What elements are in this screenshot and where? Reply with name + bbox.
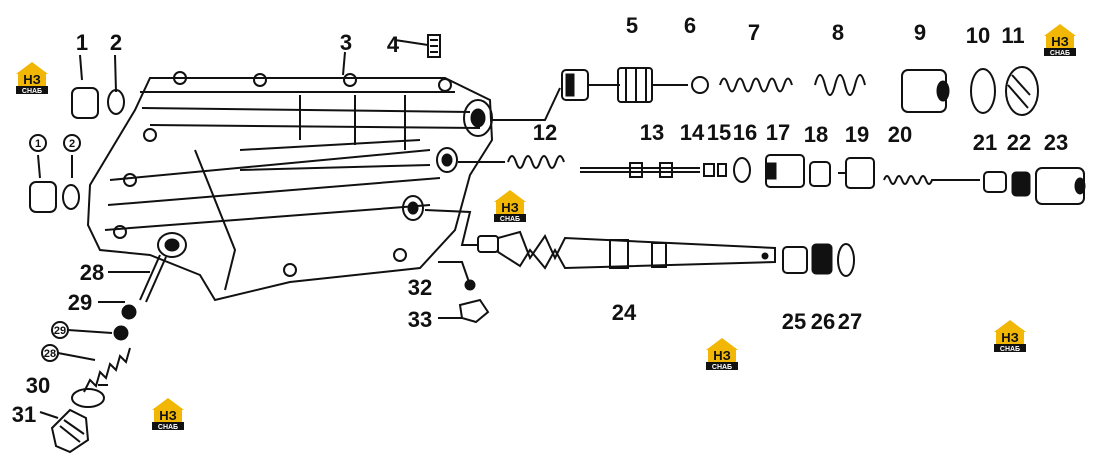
label-part-33: 33 xyxy=(408,307,432,332)
label-part-32: 32 xyxy=(408,275,432,300)
watermark-top-text: НЗ xyxy=(23,72,41,87)
label-part-10: 10 xyxy=(966,23,990,48)
part-27-clip xyxy=(837,243,855,277)
part-13-spool xyxy=(580,162,700,178)
part-9-cap xyxy=(901,69,950,113)
part-14-15-pins xyxy=(703,163,727,177)
part-31-plug xyxy=(50,408,90,454)
part-33-plug xyxy=(458,298,490,324)
part-26-ring xyxy=(811,243,833,275)
label-part-2: 2 xyxy=(110,30,122,55)
watermark-top-text: НЗ xyxy=(501,200,519,215)
watermark-top-text: НЗ xyxy=(1001,330,1019,345)
part-12-spring xyxy=(507,155,565,169)
label-part-16: 16 xyxy=(733,120,757,145)
part-11-plug xyxy=(1005,66,1039,116)
leader-lines xyxy=(37,39,561,419)
label-part-19: 19 xyxy=(845,122,869,147)
watermark-bottom-text: СНАБ xyxy=(158,424,178,431)
watermark-logo-2: НЗ СНАБ xyxy=(1044,24,1076,57)
label-part-7: 7 xyxy=(748,20,760,45)
label-part-29: 29 xyxy=(68,290,92,315)
label-part-17: 17 xyxy=(766,120,790,145)
watermark-logo-1: НЗ СНАБ xyxy=(16,62,48,95)
part-29c-ball xyxy=(113,325,129,341)
label-part-9: 9 xyxy=(914,20,926,45)
part-20-spring xyxy=(883,175,980,185)
part-29-ball xyxy=(121,304,137,320)
part-2-washer xyxy=(107,89,125,115)
watermark-bottom-text: СНАБ xyxy=(712,364,732,371)
part-6-ball xyxy=(691,76,709,94)
part-24-shaft xyxy=(477,230,776,270)
watermark-top-text: НЗ xyxy=(1051,34,1069,49)
part-25-bushing xyxy=(782,246,808,274)
part-1c-nut xyxy=(29,181,57,213)
label-part-4: 4 xyxy=(387,32,400,57)
label-part-5: 5 xyxy=(626,13,638,38)
label-part-13: 13 xyxy=(640,120,664,145)
label-part-30: 30 xyxy=(26,373,50,398)
label-part-11: 11 xyxy=(1001,23,1024,48)
label-part-28: 28 xyxy=(80,260,104,285)
valve-body xyxy=(86,71,494,302)
label-part-20: 20 xyxy=(888,122,912,147)
label-part-15: 15 xyxy=(707,120,731,145)
watermark-logo-3: НЗ СНАБ xyxy=(494,190,526,223)
part-2c-washer xyxy=(62,184,80,210)
circled-label-29: 29 xyxy=(54,325,66,337)
part-1-nut xyxy=(71,87,99,119)
watermark-bottom-text: СНАБ xyxy=(22,88,42,95)
part-32-ball xyxy=(464,279,476,291)
label-part-25: 25 xyxy=(782,309,806,334)
part-28c-spring xyxy=(83,347,131,393)
label-part-8: 8 xyxy=(832,20,844,45)
watermark-bottom-text: СНАБ xyxy=(1050,50,1070,57)
label-part-1: 1 xyxy=(76,30,88,55)
circled-label-28: 28 xyxy=(44,348,56,360)
label-part-23: 23 xyxy=(1044,130,1068,155)
label-part-14: 14 xyxy=(680,120,705,145)
watermark-top-text: НЗ xyxy=(713,348,731,363)
watermark-bottom-text: СНАБ xyxy=(500,216,520,223)
label-part-12: 12 xyxy=(533,120,557,145)
part-17-sleeve xyxy=(765,154,805,188)
label-part-6: 6 xyxy=(684,13,696,38)
label-part-24: 24 xyxy=(612,300,637,325)
circled-label-2: 2 xyxy=(69,138,75,150)
watermark-top-text: НЗ xyxy=(159,408,177,423)
part-19-seat xyxy=(838,157,875,189)
part-23-cap xyxy=(1035,167,1086,205)
label-part-27: 27 xyxy=(838,309,862,334)
label-part-31: 31 xyxy=(12,402,36,427)
watermark-logo-5: НЗ СНАБ xyxy=(706,338,738,371)
part-8-spring xyxy=(814,74,866,96)
circled-label-1: 1 xyxy=(35,138,41,150)
label-part-21: 21 xyxy=(973,130,997,155)
watermark-logo-6: НЗ СНАБ xyxy=(152,398,184,431)
part-10-ring xyxy=(970,68,996,114)
part-5-plunger xyxy=(561,67,688,103)
label-part-3: 3 xyxy=(340,30,352,55)
part-4-screw xyxy=(427,34,441,58)
part-16-washer xyxy=(733,157,751,183)
label-part-18: 18 xyxy=(804,122,828,147)
part-7-spring xyxy=(719,77,793,93)
part-labels: 1 2 3 4 5 6 7 8 9 10 11 12 13 14 15 16 1… xyxy=(12,13,1068,427)
part-22-ring xyxy=(1011,171,1031,197)
label-part-26: 26 xyxy=(811,309,835,334)
part-21-plug xyxy=(983,171,1007,193)
watermark-logo-4: НЗ СНАБ xyxy=(994,320,1026,353)
part-18-collar xyxy=(809,161,831,187)
label-part-22: 22 xyxy=(1007,130,1031,155)
watermark-bottom-text: СНАБ xyxy=(1000,346,1020,353)
circled-labels: 1 2 29 28 xyxy=(29,134,113,362)
part-28-pin xyxy=(139,254,167,303)
part-30-washer xyxy=(71,388,105,408)
